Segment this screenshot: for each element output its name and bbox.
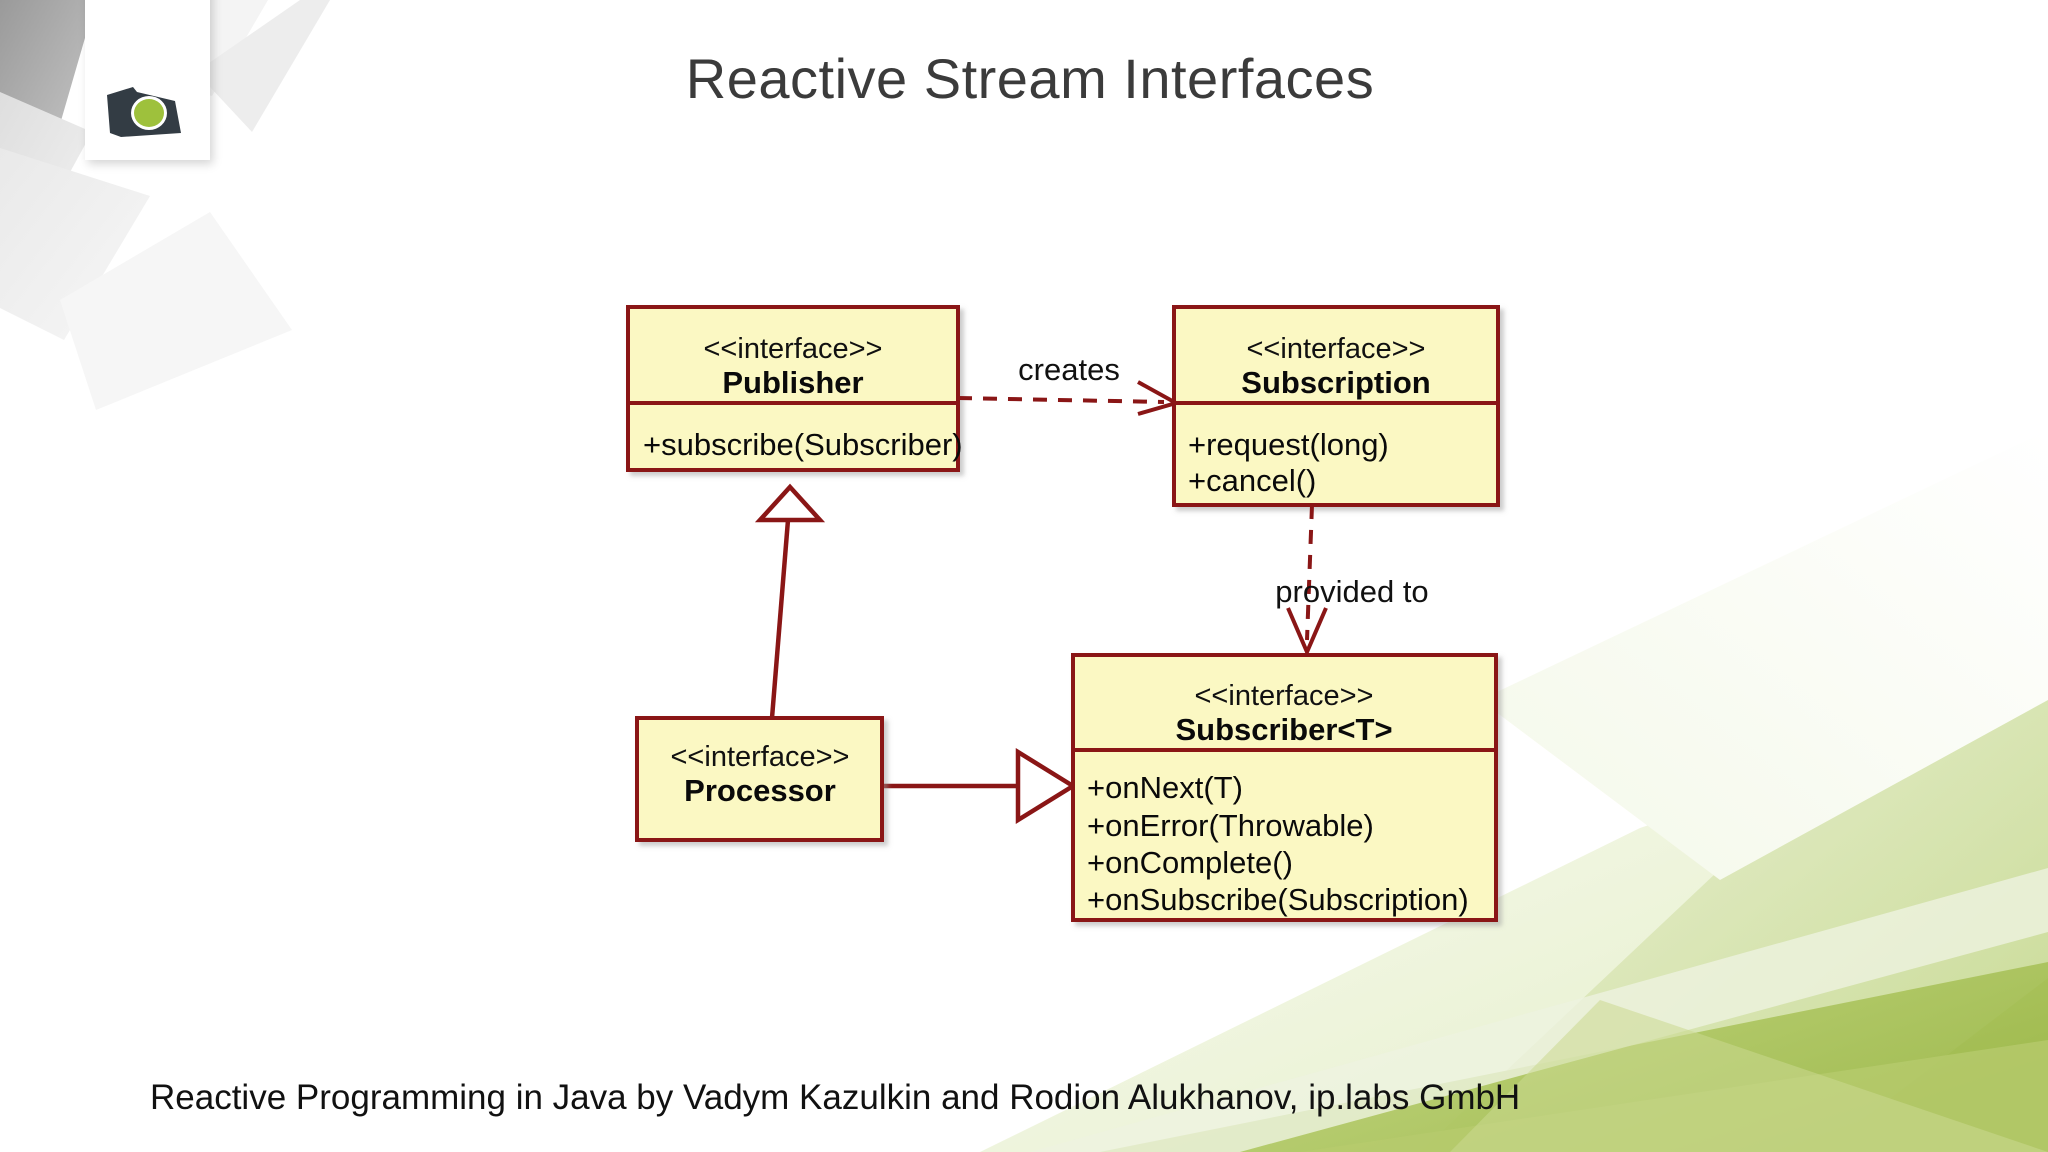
page-title: Reactive Stream Interfaces bbox=[685, 47, 1375, 110]
subscriber-name: Subscriber<T> bbox=[1175, 712, 1392, 747]
subscription-stereotype: <<interface>> bbox=[1247, 333, 1426, 365]
uml-class-subscription[interactable] bbox=[1172, 305, 1500, 507]
publisher-name: Publisher bbox=[722, 365, 863, 400]
ip-labs-logo-icon bbox=[107, 87, 181, 137]
relation-provided-to bbox=[1286, 504, 1328, 658]
logo-lens-inner bbox=[134, 99, 164, 127]
subscriber-stereotype: <<interface>> bbox=[1195, 680, 1374, 712]
relation-label-provided-to: provided to bbox=[1275, 574, 1428, 609]
hollow-triangle-right-icon bbox=[1015, 747, 1078, 825]
subscription-method-1: +cancel() bbox=[1188, 463, 1316, 498]
publisher-stereotype: <<interface>> bbox=[704, 333, 883, 365]
relation-processor-realizes-subscriber bbox=[882, 747, 1078, 825]
subscriber-method-3: +onSubscribe(Subscription) bbox=[1087, 882, 1469, 917]
open-arrowhead-down-icon bbox=[1286, 607, 1328, 658]
subscription-method-0: +request(long) bbox=[1188, 427, 1389, 462]
subscriber-method-1: +onError(Throwable) bbox=[1087, 808, 1374, 843]
uml-class-publisher[interactable] bbox=[626, 305, 960, 472]
subscription-name: Subscription bbox=[1241, 365, 1430, 400]
relation-label-creates: creates bbox=[1018, 352, 1120, 387]
uml-class-subscriber[interactable] bbox=[1071, 653, 1498, 922]
subscriber-method-0: +onNext(T) bbox=[1087, 770, 1243, 805]
publisher-method-0: +subscribe(Subscriber) bbox=[643, 427, 963, 462]
processor-name: Processor bbox=[684, 773, 836, 808]
subscriber-method-2: +onComplete() bbox=[1087, 845, 1293, 880]
uml-class-processor[interactable] bbox=[635, 716, 884, 842]
hollow-triangle-up-icon bbox=[754, 483, 826, 523]
relation-processor-realizes-publisher bbox=[754, 483, 826, 719]
processor-stereotype: <<interface>> bbox=[671, 741, 850, 773]
footer-attribution: Reactive Programming in Java by Vadym Ka… bbox=[150, 1078, 1521, 1117]
relation-creates bbox=[957, 380, 1182, 416]
open-arrowhead-right-icon bbox=[1137, 380, 1182, 416]
